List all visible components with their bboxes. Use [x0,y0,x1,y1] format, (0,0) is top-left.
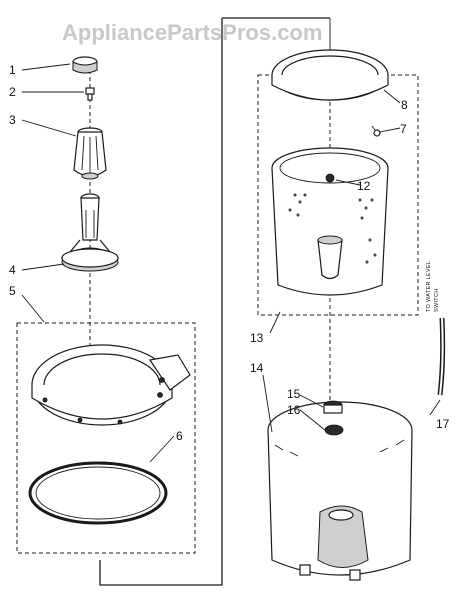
cap-part [72,56,98,74]
callout-6: 6 [176,429,183,443]
callout-1: 1 [9,63,16,77]
clip-part [371,125,381,137]
note-line-1: TO WATER LEVEL [426,261,432,312]
bearing-part [323,400,343,414]
callout-17: 17 [436,417,450,431]
bolt-part [85,87,95,101]
watermark-text: AppliancePartsPros.com [62,20,322,45]
callout-16: 16 [287,403,301,417]
callout-13: 13 [250,331,264,345]
leader-lines [21,63,441,463]
callout-2: 2 [9,85,16,99]
note-line-2: SWITCH [434,289,440,313]
connector-lines [99,17,331,586]
callout-4: 4 [9,263,16,277]
balance-ring-part [271,49,389,101]
seal-part [324,424,344,436]
callout-3: 3 [9,113,16,127]
tub-ring-group-box [16,322,196,554]
callout-12: 12 [357,179,371,193]
callout-15: 15 [287,387,301,401]
water-level-note: TO WATER LEVEL SWITCH [426,261,440,312]
callout-5: 5 [9,284,16,298]
gasket-ring-part [28,461,168,525]
basket-part [271,147,389,296]
tub-ring-part [31,344,191,426]
callout-7: 7 [400,122,407,136]
hose-part [437,317,446,396]
agitator-cam-part [73,127,107,180]
callout-14: 14 [250,361,264,375]
callout-8: 8 [401,98,408,112]
agitator-base-part [60,193,120,272]
